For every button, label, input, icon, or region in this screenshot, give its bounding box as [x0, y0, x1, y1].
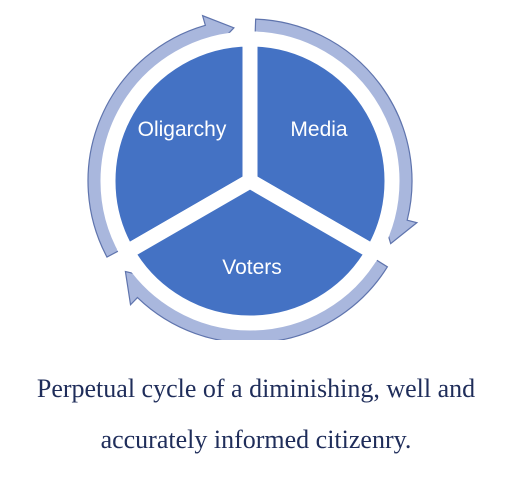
- segment-label-voters: Voters: [222, 256, 282, 279]
- cycle-diagram: Oligarchy Media Voters: [87, 14, 419, 340]
- segment-voters: [116, 172, 384, 331]
- segment-label-oligarchy: Oligarchy: [138, 118, 227, 141]
- caption-line-2: accurately informed citizenry.: [100, 425, 412, 454]
- segment-labels: Oligarchy Media Voters: [138, 118, 348, 279]
- segment-label-media: Media: [290, 118, 348, 141]
- caption-line-1: Perpetual cycle of a diminishing, well a…: [36, 374, 476, 403]
- cycle-segments: [100, 31, 400, 331]
